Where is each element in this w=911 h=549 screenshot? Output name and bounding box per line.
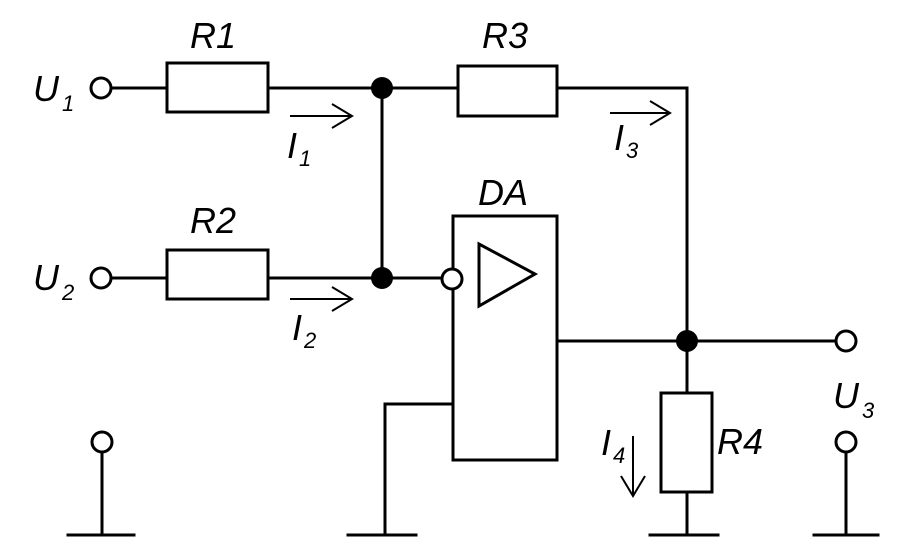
label-i2-sub: 2 [303, 328, 316, 353]
label-i1-sub: 1 [299, 146, 311, 171]
input-u2-terminal [89, 266, 113, 290]
junction-node-top [371, 77, 393, 99]
current-arrow-i2-icon [290, 286, 354, 312]
junction-node-bottom [371, 267, 393, 289]
resistor-r2 [165, 248, 270, 301]
label-r2: R2 [190, 200, 236, 241]
label-da: DA [478, 172, 528, 213]
label-r3: R3 [482, 15, 528, 56]
label-r1: R1 [190, 15, 236, 56]
label-u2: U [33, 257, 60, 298]
label-u2-sub: 2 [61, 280, 74, 305]
current-arrow-i3-icon [610, 100, 672, 126]
amplifier-triangle-icon [477, 241, 539, 309]
label-u1: U [33, 68, 60, 109]
label-r4: R4 [717, 421, 763, 462]
label-u3: U [833, 375, 860, 416]
resistor-r1 [165, 61, 270, 114]
output-u3-terminal [834, 329, 858, 353]
current-arrow-i1-icon [290, 103, 354, 129]
label-i1: I [287, 125, 297, 166]
ground-right-terminal [834, 430, 858, 454]
label-u1-sub: 1 [62, 91, 74, 116]
label-i3-sub: 3 [626, 138, 639, 163]
label-i2: I [292, 307, 302, 348]
label-i3: I [614, 117, 624, 158]
opamp-da-body [451, 214, 559, 462]
current-arrow-i4-icon [620, 436, 646, 498]
opamp-inverting-input [440, 267, 464, 291]
label-i4: I [601, 422, 611, 463]
resistor-r3 [456, 64, 559, 118]
input-u1-terminal [89, 76, 113, 100]
ground-left-terminal [90, 430, 114, 454]
resistor-r4 [659, 391, 714, 494]
label-i4-sub: 4 [613, 443, 625, 468]
label-u3-sub: 3 [862, 398, 875, 423]
